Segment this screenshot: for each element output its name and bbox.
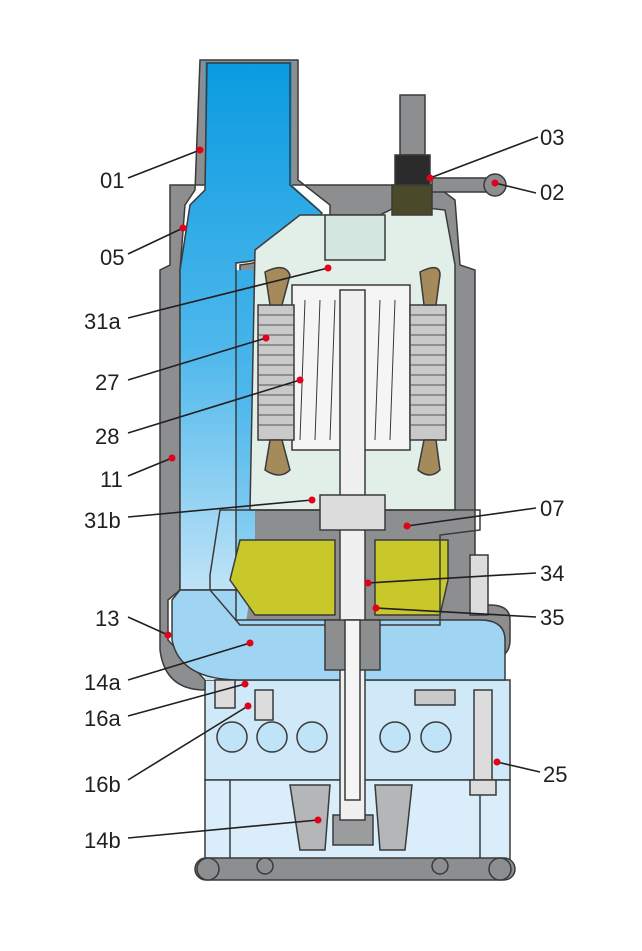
label-35: 35 xyxy=(540,605,564,630)
label-31a: 31a xyxy=(84,309,121,334)
label-03: 03 xyxy=(540,125,564,150)
label-02: 02 xyxy=(540,180,564,205)
shaft xyxy=(319,289,386,821)
oil-chamber xyxy=(209,509,481,626)
labels-left: 01 05 31a 27 28 11 31b 13 14a 16a 16b 14… xyxy=(84,146,332,853)
label-07: 07 xyxy=(540,496,564,521)
label-05: 05 xyxy=(100,245,124,270)
label-31b: 31b xyxy=(84,508,121,533)
label-25: 25 xyxy=(543,762,567,787)
cable-entry xyxy=(391,94,507,216)
impeller-blades xyxy=(289,784,413,851)
labels-right: 03 02 07 34 35 25 xyxy=(364,125,567,787)
label-14b: 14b xyxy=(84,828,121,853)
label-16b: 16b xyxy=(84,772,121,797)
label-27: 27 xyxy=(95,370,119,395)
label-16a: 16a xyxy=(84,706,121,731)
label-34: 34 xyxy=(540,561,564,586)
label-14a: 14a xyxy=(84,670,121,695)
label-01: 01 xyxy=(100,168,124,193)
label-28: 28 xyxy=(95,424,119,449)
label-13: 13 xyxy=(95,606,119,631)
label-11: 11 xyxy=(100,467,123,492)
bolts xyxy=(214,554,497,796)
